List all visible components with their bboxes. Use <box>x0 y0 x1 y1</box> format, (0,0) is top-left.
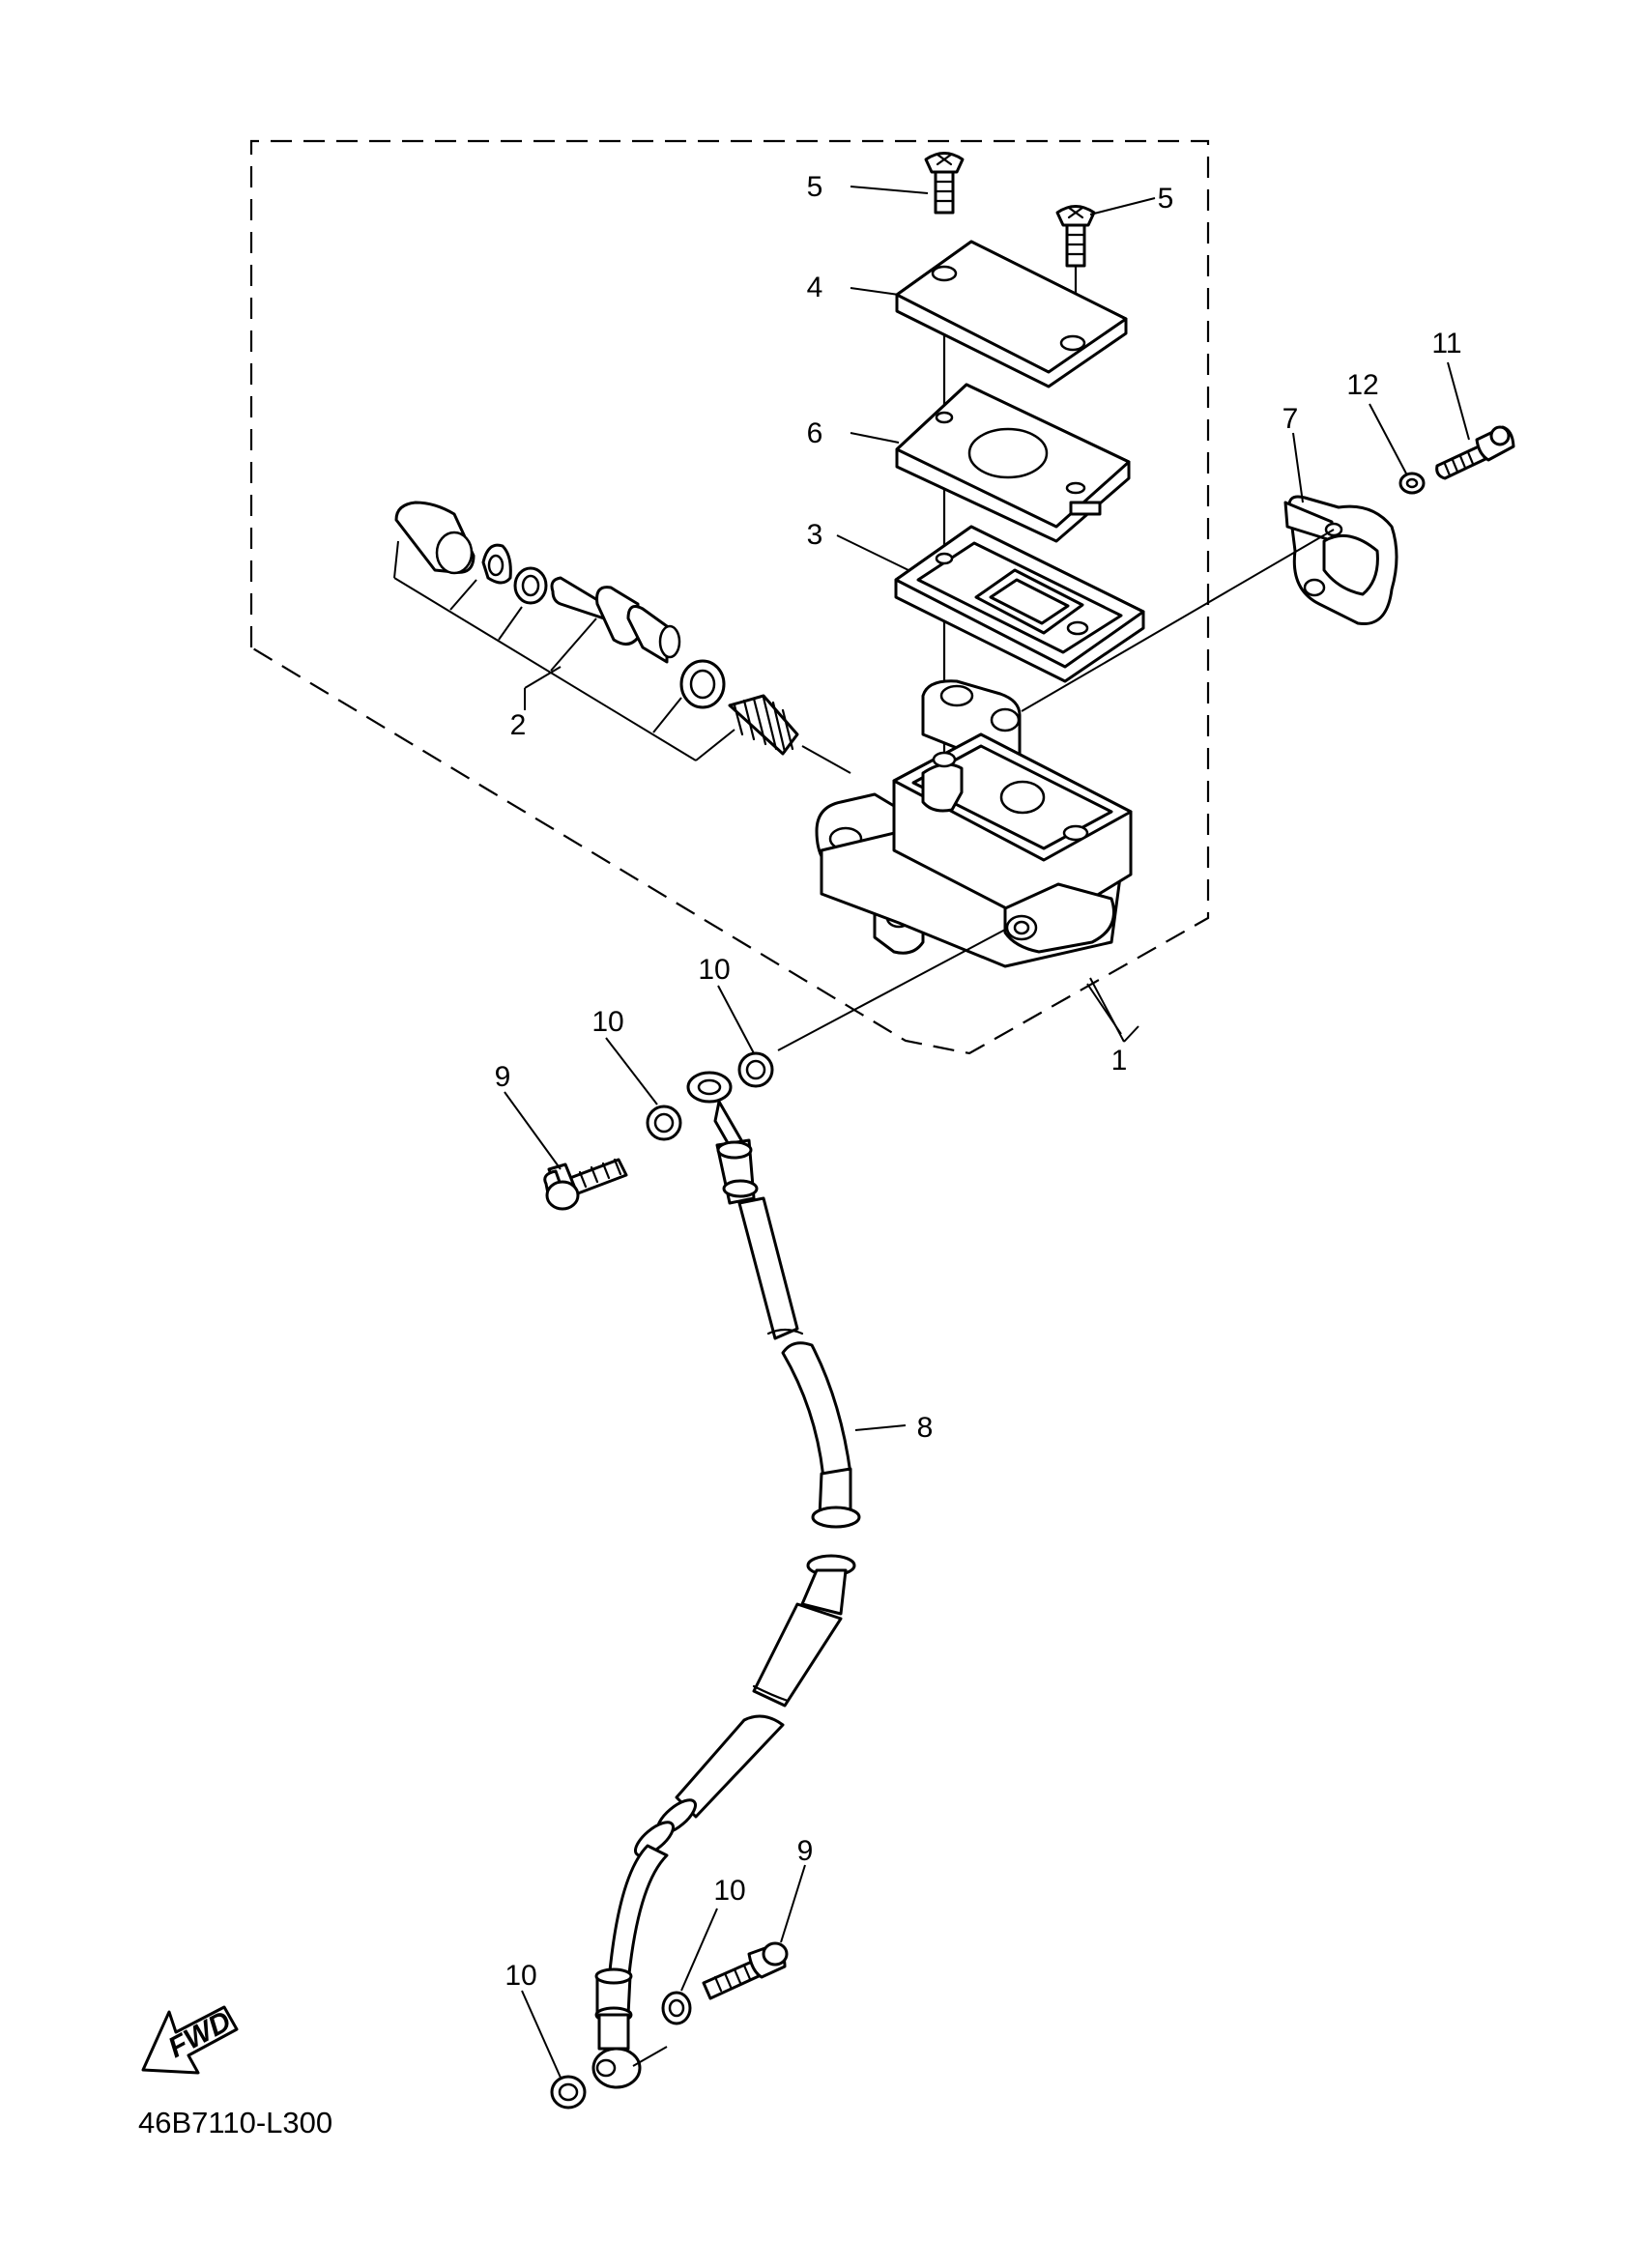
reservoir-cap-4 <box>895 240 1128 388</box>
bolt-11 <box>1435 425 1515 480</box>
callout-12: 12 <box>1346 369 1378 401</box>
copper-washer-10-upper-left <box>646 1105 682 1141</box>
callout-10-lower-left: 10 <box>504 1960 536 1992</box>
callout-1: 1 <box>1111 1045 1128 1077</box>
callout-5-right: 5 <box>1158 183 1174 215</box>
banjo-axis-lower <box>632 2046 668 2067</box>
callout-4: 4 <box>807 272 823 303</box>
drawing-code: 46B7110-L300 <box>138 2106 332 2139</box>
callout-3: 3 <box>807 519 823 551</box>
holder-axis-line <box>1021 529 1335 712</box>
union-bolt-9-lower <box>702 1941 789 2000</box>
banjo-axis-upper <box>777 929 1006 1051</box>
piston-kit-2 <box>393 501 851 774</box>
callout-7: 7 <box>1283 403 1299 435</box>
callout-10-upper-left: 10 <box>591 1006 623 1038</box>
copper-washer-10-lower-left <box>550 2075 587 2110</box>
union-bolt-9-upper <box>543 1158 628 1211</box>
assembly-boundary <box>249 139 1210 1055</box>
washer-12 <box>1398 472 1426 495</box>
screw-5-right <box>1055 205 1096 268</box>
callout-leaders <box>504 186 1470 2079</box>
copper-washer-10-upper-right <box>737 1051 774 1088</box>
callout-9-upper: 9 <box>495 1061 511 1093</box>
master-cylinder-body <box>815 679 1133 968</box>
fwd-arrow-icon: FWD <box>141 2005 239 2075</box>
callout-11: 11 <box>1431 328 1461 359</box>
callout-10-upper-right: 10 <box>698 954 730 986</box>
holder-7 <box>1283 495 1398 626</box>
callout-2: 2 <box>510 709 527 741</box>
callout-8: 8 <box>917 1412 934 1444</box>
screw-5-left <box>924 152 965 215</box>
copper-washer-10-lower-right <box>661 1991 692 2025</box>
callout-10-lower-right: 10 <box>713 1875 745 1907</box>
brake-hose-8 <box>591 1071 861 2089</box>
callout-6: 6 <box>807 417 823 449</box>
fwd-label: FWD <box>163 2005 237 2064</box>
callout-9-lower: 9 <box>797 1835 814 1867</box>
diaphragm-3 <box>894 525 1145 683</box>
callout-labels: 1 2 3 4 5 5 6 7 8 9 9 10 10 10 10 11 12 <box>495 171 1462 1992</box>
callout-5-left: 5 <box>807 171 823 203</box>
diaphragm-plate-6 <box>895 383 1131 543</box>
